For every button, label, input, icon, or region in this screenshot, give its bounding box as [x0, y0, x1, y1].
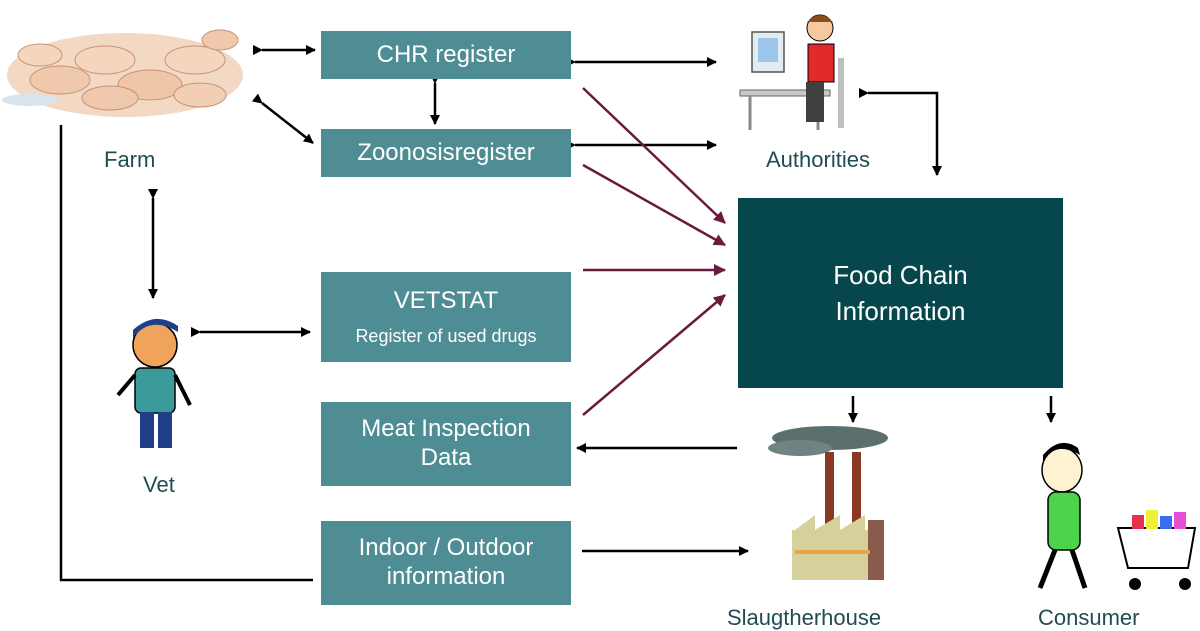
consumer-label: Consumer	[1038, 605, 1140, 630]
chr-register-label: CHR register	[376, 40, 516, 68]
arrow-meat-fci	[582, 294, 726, 416]
authorities-label: Authorities	[766, 147, 870, 172]
indoor-outdoor-line1: Indoor / Outdoor	[358, 534, 534, 562]
line-farm-indoor	[59, 125, 313, 582]
indoor-outdoor-line2: information	[386, 563, 506, 590]
maroon-arrows	[582, 87, 726, 416]
zoonosis-register-label: Zoonosisregister	[357, 138, 535, 166]
authorities-icon	[739, 14, 844, 130]
vet-label: Vet	[143, 472, 175, 497]
food-chain-line1: Food Chain	[833, 259, 968, 290]
arrow-zoonosis-fci	[582, 163, 726, 247]
vet-icon	[116, 318, 192, 448]
pig-herd-icon	[2, 29, 243, 117]
consumer-icon	[1037, 442, 1197, 590]
arrow-authorities-fci	[859, 88, 942, 176]
meat-inspection-box: Meat Inspection Data	[321, 402, 571, 486]
zoonosis-register-box: Zoonosisregister	[321, 129, 571, 177]
chr-register-box: CHR register	[321, 31, 571, 79]
food-chain-information-box: Food Chain Information	[738, 198, 1063, 388]
vetstat-subtitle: Register of used drugs	[355, 325, 537, 346]
farm-label: Farm	[104, 147, 156, 172]
black-arrows	[59, 45, 1056, 582]
vetstat-title: VETSTAT	[393, 287, 499, 315]
slaughterhouse-label: Slaugtherhouse	[727, 605, 882, 630]
indoor-outdoor-box: Indoor / Outdoor information	[321, 521, 571, 605]
meat-inspection-line1: Meat Inspection	[361, 415, 531, 443]
meat-inspection-line2: Data	[420, 444, 472, 471]
vetstat-box: VETSTAT Register of used drugs	[321, 272, 571, 362]
arrow-chr-fci	[582, 87, 726, 224]
slaughterhouse-icon	[768, 426, 888, 580]
food-chain-line2: Information	[835, 296, 966, 326]
arrow-farm-zoonosis	[251, 93, 314, 144]
